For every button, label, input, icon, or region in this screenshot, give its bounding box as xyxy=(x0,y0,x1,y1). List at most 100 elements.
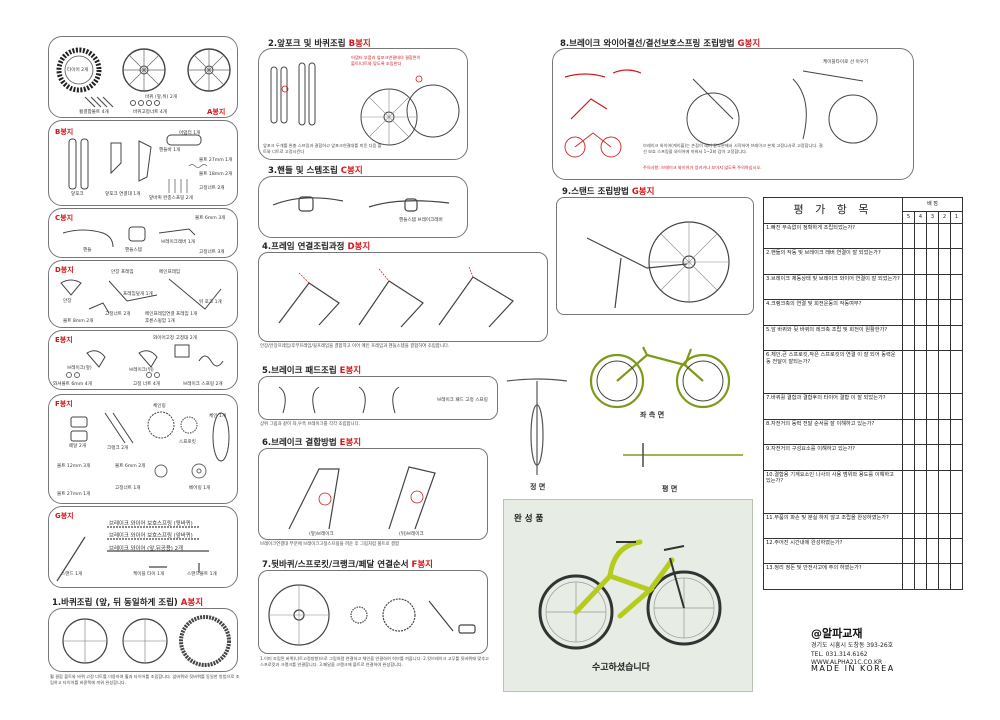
score-cell[interactable] xyxy=(902,444,915,471)
score-cell[interactable] xyxy=(950,469,963,514)
company-web[interactable]: WWW.ALPHA21C.CO.KR xyxy=(811,659,883,667)
score-cell[interactable] xyxy=(902,222,915,250)
step9-title: 9.스탠드 조립방법 G봉지 xyxy=(562,187,655,197)
step4-panel xyxy=(258,252,548,342)
score-cell[interactable] xyxy=(902,393,915,420)
score-cell[interactable] xyxy=(902,512,915,540)
hub-nut-label: 바퀴고정너트 4개 xyxy=(133,110,167,115)
score-cell[interactable] xyxy=(902,248,915,275)
score-cell[interactable] xyxy=(926,512,939,540)
score-cell[interactable] xyxy=(926,248,939,275)
part-e-0: 브레이크(앞) xyxy=(67,366,92,371)
score-cell[interactable] xyxy=(950,248,963,275)
step5-panel: 브레이크 패드 고정 스프링 xyxy=(258,376,498,420)
step1-bag: A봉지 xyxy=(180,598,204,608)
score-cell[interactable] xyxy=(902,538,915,565)
score-cell[interactable] xyxy=(950,350,963,395)
eval-row: 4.크랭크축의 연결 및 회전운동의 작동여부? xyxy=(763,299,963,326)
score-cell[interactable] xyxy=(926,393,939,420)
score-cell[interactable] xyxy=(914,248,927,275)
score-cell[interactable] xyxy=(926,469,939,514)
brake-pad-drawing xyxy=(278,386,400,414)
score-cell[interactable] xyxy=(902,299,915,326)
score-cell[interactable] xyxy=(902,469,915,514)
score-cell[interactable] xyxy=(902,563,915,590)
score-cell[interactable] xyxy=(950,538,963,565)
score-cell[interactable] xyxy=(950,393,963,420)
score-cell[interactable] xyxy=(938,393,951,420)
score-cell[interactable] xyxy=(938,324,951,352)
eval-row: 2.핸들의 작동 및 브레이크 레버 연결이 잘 되었는가? xyxy=(763,248,963,275)
score-cell[interactable] xyxy=(950,299,963,326)
eval-score-1: 1 xyxy=(950,211,963,224)
score-cell[interactable] xyxy=(914,469,927,514)
part-f-8: 고정너트 1개 xyxy=(115,486,141,491)
score-cell[interactable] xyxy=(950,222,963,250)
score-cell[interactable] xyxy=(914,350,927,395)
parts-panel-b: B봉지 어댑터 1개 앞포크 앞포크 연결대 1개 핸들바 1개 볼트 27mm… xyxy=(48,120,238,206)
score-cell[interactable] xyxy=(938,350,951,395)
eval-row: 9.자전거의 구성요소를 이해하고 있는가? xyxy=(763,444,963,471)
eval-item: 12.주어진 시간내에 완성하였는가? xyxy=(763,538,903,565)
wheel-assembly-drawing xyxy=(62,615,231,667)
eval-score-label: 배 점 xyxy=(902,197,963,212)
score-cell[interactable] xyxy=(938,248,951,275)
score-cell[interactable] xyxy=(938,222,951,250)
score-cell[interactable] xyxy=(950,324,963,352)
score-cell[interactable] xyxy=(950,418,963,446)
step2-note: 앞포크 두개를 완충 스프링과 결합하고 앞포크연결대를 끼운 다음 볼트와 너… xyxy=(263,143,382,154)
score-cell[interactable] xyxy=(938,299,951,326)
score-cell[interactable] xyxy=(926,538,939,565)
score-cell[interactable] xyxy=(902,350,915,395)
eval-score-5: 5 xyxy=(902,211,915,224)
score-cell[interactable] xyxy=(926,273,939,301)
stand-assembly-drawing xyxy=(586,221,730,309)
score-cell[interactable] xyxy=(926,324,939,352)
score-cell[interactable] xyxy=(926,418,939,446)
score-cell[interactable] xyxy=(914,222,927,250)
score-cell[interactable] xyxy=(914,299,927,326)
score-cell[interactable] xyxy=(902,324,915,352)
score-cell[interactable] xyxy=(902,418,915,446)
parts-panel-c: C봉지 볼트 6mm 3개 핸들 핸들스템 브레이크레버 1개 고정너트 3개 xyxy=(48,208,238,258)
score-cell[interactable] xyxy=(914,393,927,420)
score-cell[interactable] xyxy=(914,538,927,565)
score-cell[interactable] xyxy=(926,563,939,590)
step5-label: 브레이크 패드 고정 스프링 xyxy=(437,398,488,403)
step8-note: 브레이크 와이어(케이블)는 손잡이 레버 끝부분에서 시작하여 브레이크 본체… xyxy=(643,143,823,154)
step8-red-note: 주의사항: 브레이크 와이어가 엉키거나 꼬이지 않도록 주의하십시오. xyxy=(643,165,762,170)
part-g-2: 브레이크 와이어 (앞,뒤공용) 2개 xyxy=(109,546,184,552)
step9-bag: G봉지 xyxy=(631,187,655,197)
score-cell[interactable] xyxy=(938,469,951,514)
score-cell[interactable] xyxy=(950,512,963,540)
score-cell[interactable] xyxy=(950,563,963,590)
score-cell[interactable] xyxy=(926,299,939,326)
bag-g-label: G봉지 xyxy=(55,512,74,520)
step5-title: 5.브레이크 패드조립 E봉지 xyxy=(262,366,362,376)
part-c-3: 브레이크레버 1개 xyxy=(161,240,195,245)
score-cell[interactable] xyxy=(938,444,951,471)
wheel-label: 바퀴 (앞,뒤) 2개 xyxy=(145,95,178,100)
frame-assembly-drawing xyxy=(278,266,514,328)
score-cell[interactable] xyxy=(926,222,939,250)
step3-label: 핸들스템 브레이크레버 xyxy=(399,218,443,223)
score-cell[interactable] xyxy=(914,512,927,540)
parts-panel-g: G봉지 브레이크 와이어 보호스프링 (뒷바퀴) 브레이크 와이어 보호스프링 … xyxy=(48,506,238,588)
score-cell[interactable] xyxy=(914,444,927,471)
score-cell[interactable] xyxy=(914,563,927,590)
score-cell[interactable] xyxy=(926,444,939,471)
score-cell[interactable] xyxy=(938,538,951,565)
brake-parts-drawing xyxy=(66,344,224,378)
score-cell[interactable] xyxy=(950,444,963,471)
score-cell[interactable] xyxy=(902,273,915,301)
score-cell[interactable] xyxy=(914,418,927,446)
score-cell[interactable] xyxy=(938,273,951,301)
score-cell[interactable] xyxy=(938,418,951,446)
score-cell[interactable] xyxy=(938,512,951,540)
score-cell[interactable] xyxy=(938,563,951,590)
score-cell[interactable] xyxy=(950,273,963,301)
score-cell[interactable] xyxy=(914,324,927,352)
score-cell[interactable] xyxy=(914,273,927,301)
drivetrain-assembly-drawing xyxy=(268,584,476,646)
score-cell[interactable] xyxy=(926,350,939,395)
